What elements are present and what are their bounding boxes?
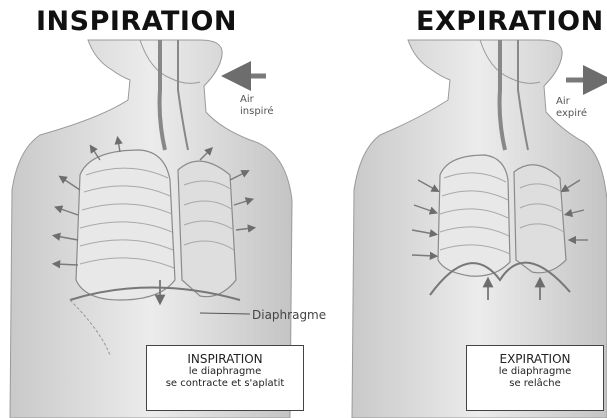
- inspiration-caption-title: INSPIRATION: [147, 352, 303, 366]
- expiration-caption-title: EXPIRATION: [467, 352, 603, 366]
- diaphragm-label: Diaphragme: [252, 308, 326, 322]
- air-out-label: Air expiré: [556, 96, 587, 120]
- inspiration-caption-line2: se contracte et s'aplatit: [147, 378, 303, 390]
- air-in-label-line2: inspiré: [240, 106, 274, 118]
- expiration-caption-line1: le diaphragme: [467, 366, 603, 378]
- air-in-label-line1: Air: [240, 94, 274, 106]
- expiration-caption-box: EXPIRATION le diaphragme se relâche: [466, 345, 604, 411]
- air-out-label-line1: Air: [556, 96, 587, 108]
- inspiration-caption-line1: le diaphragme: [147, 366, 303, 378]
- air-in-label: Air inspiré: [240, 94, 274, 118]
- expiration-caption-line2: se relâche: [467, 378, 603, 390]
- air-out-label-line2: expiré: [556, 108, 587, 120]
- inspiration-caption-box: INSPIRATION le diaphragme se contracte e…: [146, 345, 304, 411]
